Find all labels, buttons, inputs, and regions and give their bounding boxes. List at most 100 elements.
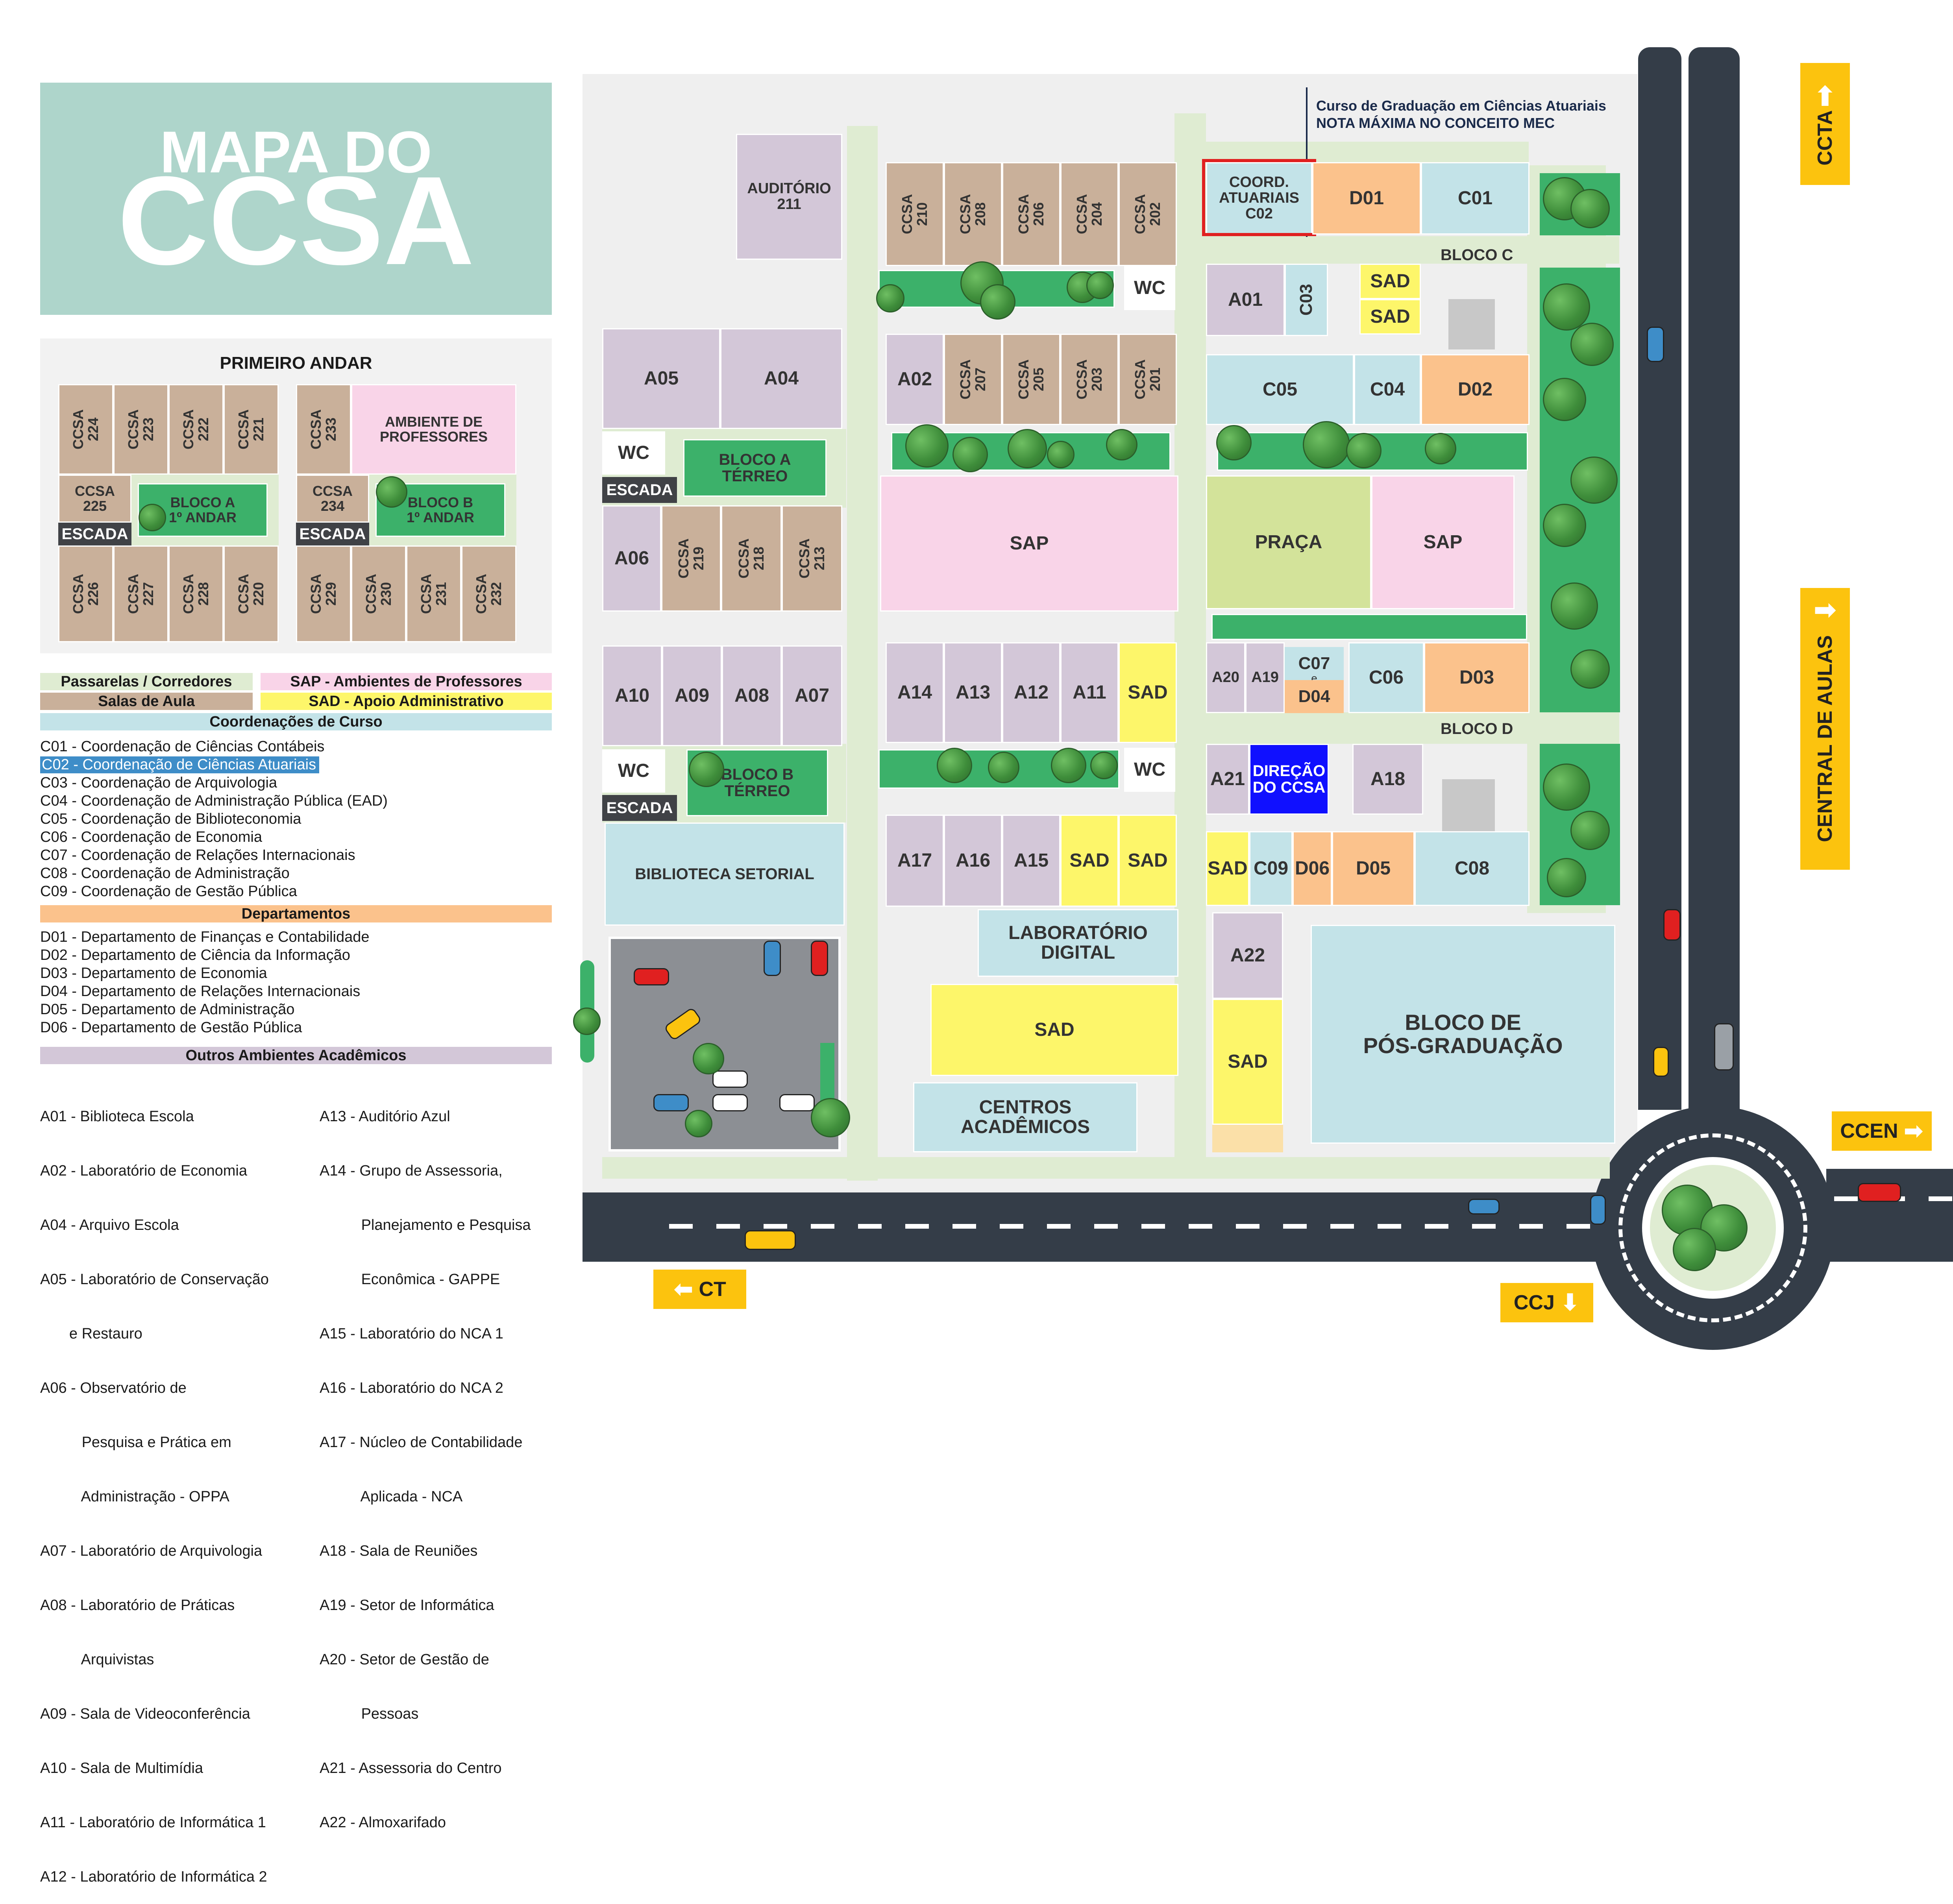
room-a22: A22: [1212, 912, 1283, 999]
outros-left-1: A02 - Laboratório de Economia: [40, 1163, 247, 1179]
legend-passarelas: Passarelas / Corredores: [40, 673, 253, 690]
room-ccsa-224: CCSA 224: [58, 384, 113, 475]
outros-left-12: A10 - Sala de Multimídia: [40, 1760, 203, 1776]
arrow-up-icon: ⬆: [1813, 81, 1837, 112]
outros-left-4: e Restauro: [40, 1325, 142, 1342]
legend-coord-1: C02 - Coordenação de Ciências Atuariais: [40, 756, 320, 773]
legend-dept-0: D01 - Departamento de Finanças e Contabi…: [40, 929, 370, 945]
outros-right-10: A20 - Setor de Gestão de: [320, 1651, 489, 1668]
title-line1: MAPA DO: [160, 119, 432, 185]
legend-outros-left: A01 - Biblioteca Escola A02 - Laboratóri…: [40, 1071, 324, 1904]
legend-outros-right: A13 - Auditório Azul A14 - Grupo de Asse…: [320, 1071, 556, 1850]
room-a04: A04: [720, 328, 842, 429]
room-a10: A10: [602, 645, 662, 746]
road-right-1: [1638, 47, 1681, 1110]
room-ccsa-225: CCSA 225: [58, 475, 131, 523]
car: [653, 1094, 689, 1111]
wc-a: WC: [602, 431, 665, 475]
car: [1714, 1023, 1734, 1070]
highlight-box: [1202, 159, 1316, 236]
coord-atuariais-c02: COORD. ATUARIAIS C02: [1206, 162, 1312, 235]
room-ccsa-227: CCSA 227: [113, 545, 168, 642]
sad-c: SAD: [1359, 264, 1421, 299]
legend-dept-5: D06 - Departamento de Gestão Pública: [40, 1019, 302, 1036]
legend-coord-5: C06 - Coordenação de Economia: [40, 829, 263, 845]
room-ccsa-232: CCSA 232: [461, 545, 516, 642]
room-ccsa-201: CCSA 201: [1119, 334, 1177, 425]
outros-right-6: A17 - Núcleo de Contabilidade: [320, 1434, 523, 1451]
sad-a22-footer: [1212, 1125, 1283, 1152]
auditorio-211: AUDITÓRIO 211: [736, 134, 842, 260]
room-ccsa-208: CCSA 208: [944, 162, 1002, 266]
room-a07: A07: [782, 645, 842, 746]
escada-a-terreo: ESCADA: [602, 477, 677, 503]
room-a02: A02: [886, 334, 944, 425]
legend-coord-8: C09 - Coordenação de Gestão Pública: [40, 883, 297, 900]
room-a12: A12: [1002, 642, 1060, 743]
grey-block: [1442, 779, 1495, 831]
laboratorio-digital: LABORATÓRIO DIGITAL: [978, 909, 1178, 977]
room-a11: A11: [1060, 642, 1119, 743]
wc-top: WC: [1124, 266, 1175, 310]
legend-coord-6: C07 - Coordenação de Relações Internacio…: [40, 847, 355, 863]
room-ccsa-207: CCSA 207: [944, 334, 1002, 425]
walkway-bottom: [602, 1157, 1610, 1179]
room-ccsa-231: CCSA 231: [406, 545, 461, 642]
outros-right-0: A13 - Auditório Azul: [320, 1108, 450, 1125]
car: [745, 1230, 796, 1250]
tree-icon: [1047, 441, 1075, 468]
room-ccsa-222: CCSA 222: [168, 384, 224, 475]
room-d01: D01: [1312, 162, 1421, 235]
room-a17: A17: [886, 815, 944, 907]
room-a09: A09: [662, 645, 722, 746]
room-ccsa-205: CCSA 205: [1002, 334, 1060, 425]
sad-a15b: SAD: [1119, 815, 1177, 907]
outros-right-11: Pessoas: [320, 1706, 419, 1722]
sad-big: SAD: [930, 984, 1178, 1076]
tree-icon: [689, 752, 724, 787]
legend-coord-7: C08 - Coordenação de Administração: [40, 865, 290, 882]
road-right-2: [1689, 47, 1740, 1110]
sign-ccj: CCJ ⬇: [1500, 1283, 1593, 1322]
tree-icon: [988, 752, 1019, 783]
room-c04: C04: [1354, 354, 1421, 425]
outros-left-2: A04 - Arquivo Escola: [40, 1217, 179, 1233]
room-a06: A06: [602, 505, 661, 612]
outros-left-0: A01 - Biblioteca Escola: [40, 1108, 194, 1125]
room-d05: D05: [1332, 831, 1415, 906]
tree-icon: [937, 748, 972, 783]
garden-strip: [1211, 614, 1527, 640]
bloco-a-terreo: BLOCO A TÉRREO: [683, 439, 827, 497]
room-a18: A18: [1352, 744, 1423, 815]
tree-icon: [980, 284, 1015, 320]
roundabout-dash: [1618, 1133, 1807, 1322]
car: [764, 941, 781, 976]
room-ccsa-218: CCSA 218: [721, 505, 782, 612]
tree-icon: [1570, 323, 1614, 366]
sad-c2: SAD: [1359, 299, 1421, 335]
outros-left-10: Arquivistas: [40, 1651, 154, 1668]
title-panel: MAPA DO CCSA: [40, 83, 552, 315]
car: [712, 1094, 748, 1111]
car: [1663, 909, 1681, 941]
outros-right-8: A18 - Sala de Reuniões: [320, 1543, 478, 1559]
legend-salas: Salas de Aula: [40, 693, 253, 710]
tree-icon: [811, 1098, 850, 1137]
outros-left-6: Pesquisa e Prática em: [40, 1434, 231, 1451]
room-c07: C07: [1285, 647, 1344, 680]
outros-left-3: A05 - Laboratório de Conservação: [40, 1271, 269, 1288]
escada-a: ESCADA: [58, 523, 131, 545]
sign-ccen-label: CCEN: [1840, 1120, 1898, 1142]
sad-a22: SAD: [1212, 999, 1283, 1125]
room-ccsa-234: CCSA 234: [296, 475, 369, 523]
legend-outros-header: Outros Ambientes Acadêmicos: [40, 1047, 552, 1064]
wc-b: WC: [602, 749, 665, 793]
sad-d: SAD: [1206, 831, 1249, 906]
tree-icon: [1303, 421, 1350, 468]
room-a08: A08: [722, 645, 782, 746]
room-a16: A16: [944, 815, 1002, 907]
tree-icon: [1570, 189, 1610, 228]
bloco-d-label: BLOCO D: [1441, 720, 1513, 738]
tree-icon: [1346, 433, 1382, 468]
room-a15: A15: [1002, 815, 1060, 907]
